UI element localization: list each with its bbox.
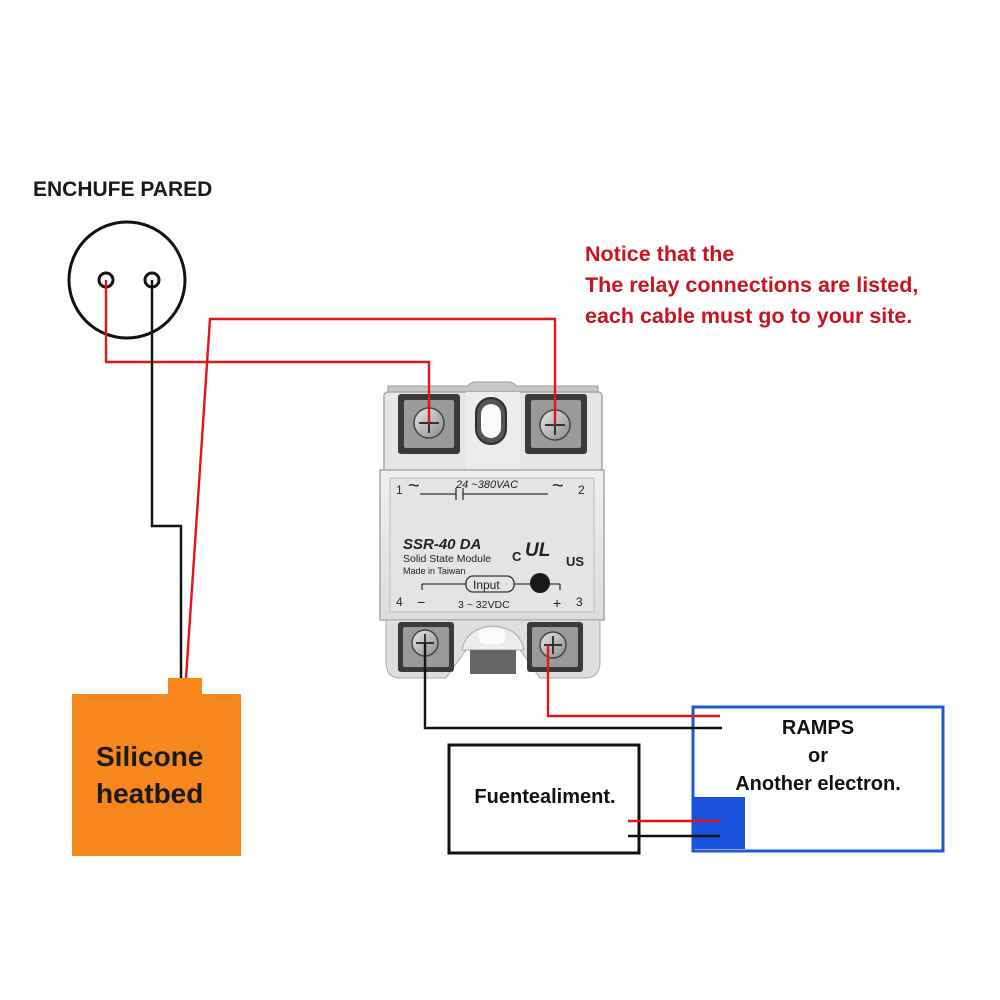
cert-c-mark: C <box>512 549 522 564</box>
solid-state-relay: 1 ~ 24 ~380VAC ~ 2 SSR-40 DA Solid State… <box>379 381 605 679</box>
wire-socket-to-heatbed <box>150 280 183 678</box>
silicone-heatbed <box>72 678 241 856</box>
model-label: SSR-40 DA <box>403 536 481 553</box>
minus-sign: − <box>417 594 425 610</box>
notice-text: Notice that the The relay connections ar… <box>585 239 918 332</box>
input-label: Input <box>473 578 500 592</box>
wires <box>104 280 722 838</box>
wire-terminal-3-to-controller <box>546 645 720 718</box>
cert-ul-mark: UL <box>525 540 550 561</box>
notice-line-1: Notice that the <box>585 242 735 266</box>
controller-label-line-2: or <box>808 745 828 767</box>
heatbed-label-line-2: heatbed <box>96 778 204 809</box>
wall-socket <box>67 220 187 340</box>
plus-sign: + <box>553 595 561 611</box>
power-supply-label: Fuentealiment. <box>474 786 616 808</box>
notice-line-3: each cable must go to your site. <box>585 304 913 328</box>
notice-line-2: The relay connections are listed, <box>585 273 919 297</box>
terminal-1-label: 1 <box>396 483 403 497</box>
controller-label: RAMPS or Another electron. <box>693 714 943 798</box>
wire-terminal-2-to-heatbed <box>184 317 557 679</box>
terminal-1-screw <box>398 394 460 454</box>
terminal-3-screw <box>527 622 583 672</box>
ac-voltage-label: 24 ~380VAC <box>455 479 518 491</box>
heatbed-label: Silicone heatbed <box>96 738 203 812</box>
terminal-3-label: 3 <box>576 595 583 609</box>
status-led <box>530 573 550 593</box>
cert-us-mark: US <box>566 554 584 569</box>
terminal-2-label: 2 <box>578 483 585 497</box>
controller-connector-block <box>692 797 745 849</box>
wall-socket-title: ENCHUFE PARED <box>33 178 213 201</box>
terminal-4-label: 4 <box>396 595 403 609</box>
power-supply-box <box>447 743 641 855</box>
controller-label-line-1: RAMPS <box>781 717 855 739</box>
module-subtitle: Solid State Module <box>403 553 491 565</box>
dc-voltage-label: 3 ~ 32VDC <box>458 599 510 611</box>
terminal-2-ac-symbol: ~ <box>552 475 564 497</box>
made-in-label: Made in Taiwan <box>403 566 465 576</box>
ramps-controller-box <box>691 705 945 853</box>
terminal-1-ac-symbol: ~ <box>408 475 420 497</box>
wire-terminal-4-to-controller <box>423 643 722 730</box>
heatbed-label-line-1: Silicone <box>96 741 204 772</box>
wire-socket-to-terminal-1 <box>104 280 431 423</box>
controller-label-line-3: Another electron. <box>735 773 901 795</box>
